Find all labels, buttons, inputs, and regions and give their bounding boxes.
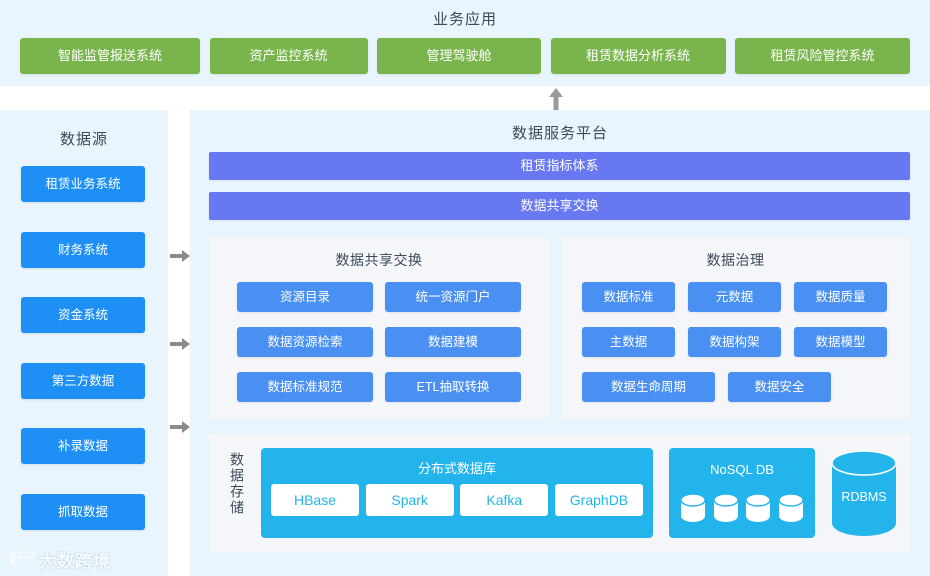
database-cylinder-icon-2 [745,493,772,522]
sharing-chip-1[interactable]: 统一资源门户 [385,282,521,312]
data-source-item-3[interactable]: 第三方数据 [21,363,145,399]
platform-title: 数据服务平台 [511,125,608,142]
sharing-chip-2[interactable]: 数据资源检索 [237,327,373,357]
distributed-tech-row: HBase Spark Kafka GraphDB [271,484,643,516]
tech-chip-0[interactable]: HBase [271,484,359,516]
database-cylinder-icon-0 [680,493,706,522]
watermark: 大数跨境 [8,546,178,572]
data-source-title: 数据源 [59,131,108,148]
business-application-title: 业务应用 [432,11,497,28]
business-application-section: 业务应用 智能监管报送系统 资产监控系统 管理驾驶舱 租赁数据分析系统 租赁风险… [0,0,930,86]
data-governance-panel: 数据治理 数据标准 元数据 数据质量 主数据 数据构架 数据模型 数据生命周期 … [561,238,910,418]
governance-chip-7[interactable]: 数据安全 [728,372,831,402]
arrow-up-icon [548,88,564,110]
database-cylinder-icon-3 [778,493,804,522]
data-storage-label: 数据存储 [229,452,245,516]
app-button-0[interactable]: 智能监管报送系统 [20,38,200,74]
sharing-chip-5[interactable]: ETL抽取转换 [385,372,521,402]
distributed-database-title: 分布式数据库 [417,461,496,476]
platform-bar-0[interactable]: 租赁指标体系 [209,152,910,180]
governance-chip-0[interactable]: 数据标准 [582,282,675,312]
arrow-right-icon-1 [170,337,190,351]
data-sharing-title: 数据共享交换 [335,252,423,268]
data-source-item-1[interactable]: 财务系统 [21,232,145,268]
platform-bar-1[interactable]: 数据共享交换 [209,192,910,220]
governance-chip-1[interactable]: 元数据 [688,282,781,312]
rdbms-block: RDBMS [829,450,899,536]
watermark-text: 大数跨境 [39,551,111,571]
sharing-chip-4[interactable]: 数据标准规范 [237,372,373,402]
rdbms-cylinder-icon [831,450,897,536]
nosql-database-block: NoSQL DB [669,448,815,538]
tech-chip-1[interactable]: Spark [365,484,454,516]
app-button-1[interactable]: 资产监控系统 [209,38,368,74]
arrow-right-icon-0 [170,249,190,263]
data-source-item-5[interactable]: 抓取数据 [21,494,145,530]
governance-chip-3[interactable]: 主数据 [582,327,675,357]
rdbms-label: RDBMS [841,490,887,504]
app-button-2[interactable]: 管理驾驶舱 [377,38,541,74]
arrow-right-icon-2 [170,420,190,434]
data-governance-title: 数据治理 [706,252,765,268]
governance-chip-5[interactable]: 数据模型 [794,327,887,357]
governance-chip-4[interactable]: 数据构架 [688,327,781,357]
watermark-logo-icon [8,550,34,567]
data-source-section: 数据源 租赁业务系统 财务系统 资金系统 第三方数据 补录数据 抓取数据 [0,110,168,576]
distributed-database-block: 分布式数据库 HBase Spark Kafka GraphDB [261,448,653,538]
tech-chip-3[interactable]: GraphDB [554,484,643,516]
business-application-row: 智能监管报送系统 资产监控系统 管理驾驶舱 租赁数据分析系统 租赁风险管控系统 [20,38,910,74]
governance-chip-2[interactable]: 数据质量 [794,282,887,312]
app-button-4[interactable]: 租赁风险管控系统 [735,38,910,74]
data-source-item-4[interactable]: 补录数据 [21,428,145,464]
app-button-3[interactable]: 租赁数据分析系统 [550,38,726,74]
sharing-chip-3[interactable]: 数据建模 [385,327,521,357]
data-source-item-0[interactable]: 租赁业务系统 [21,166,145,202]
database-cylinder-icon-1 [712,493,739,522]
governance-chip-6[interactable]: 数据生命周期 [582,372,715,402]
data-storage-panel: 数据存储 分布式数据库 HBase Spark Kafka GraphDB No… [209,434,910,552]
nosql-title: NoSQL DB [710,462,774,477]
sharing-chip-0[interactable]: 资源目录 [237,282,373,312]
data-sharing-panel: 数据共享交换 资源目录 统一资源门户 数据资源检索 数据建模 数据标准规范 ET… [209,238,549,418]
nosql-cylinder-group [680,493,804,523]
tech-chip-2[interactable]: Kafka [460,484,549,516]
data-service-platform-section: 数据服务平台 租赁指标体系 数据共享交换 数据共享交换 资源目录 统一资源门户 … [190,110,930,576]
data-source-item-2[interactable]: 资金系统 [21,297,145,333]
